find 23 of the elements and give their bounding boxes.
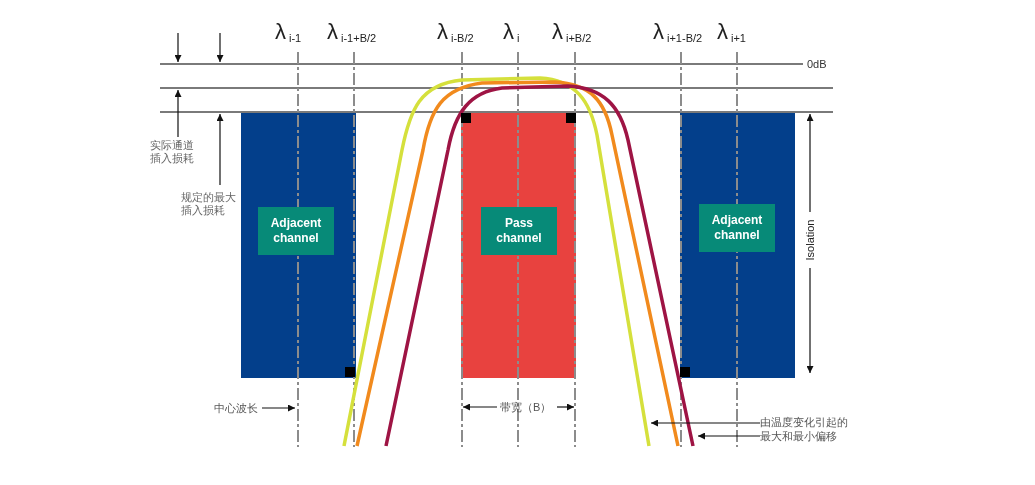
channel-band (461, 112, 576, 378)
wavelength-label: λ$_{i+1-B/2}$ (653, 20, 703, 44)
dimension-label: Isolation (803, 219, 817, 261)
annotation-text: 中心波长 (214, 401, 262, 415)
leader-arrow (261, 404, 296, 412)
wavelength-label: λ$_{i+1}$ (717, 20, 746, 44)
channel-band (241, 112, 356, 378)
channel-label: Pass channel (481, 207, 557, 255)
dimension-label: 带宽（B） (500, 400, 552, 414)
dimension-label: 实际通道插入损耗 (150, 139, 195, 165)
channel-label: Adjacent channel (699, 204, 775, 252)
wavelength-label: λ$_{i-B/2}$ (437, 20, 474, 44)
channel-label: Adjacent channel (258, 207, 334, 255)
annotation-text: 由温度变化引起的最大和最小偏移 (760, 415, 852, 443)
channel-band (680, 112, 795, 378)
wavelength-label: λ$_{i-1}$ (275, 20, 302, 44)
wavelength-label: λ$_{i}$ (503, 20, 520, 44)
wavelength-label: λ$_{i+B/2}$ (552, 20, 592, 44)
level-label: 0dB (807, 57, 827, 71)
leader-arrow (697, 432, 761, 440)
wavelength-label: λ$_{i-1+B/2}$ (327, 20, 377, 44)
leader-arrow (650, 419, 761, 427)
dimension-label: 规定的最大插入损耗 (181, 191, 237, 217)
